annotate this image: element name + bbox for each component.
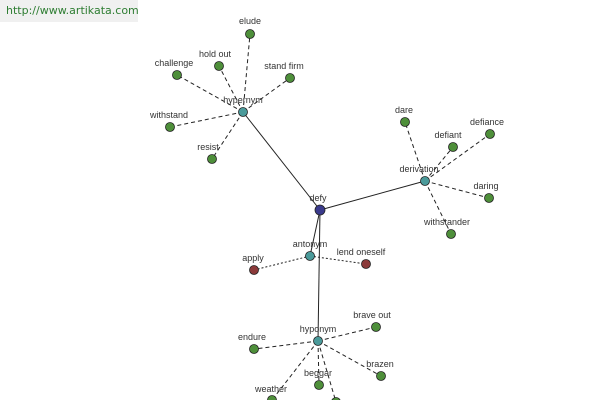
word-label-challenge: challenge (155, 58, 194, 68)
word-node-brazen[interactable] (376, 371, 386, 381)
relation-node-hypernym[interactable] (238, 107, 248, 117)
word-node-challenge[interactable] (172, 70, 182, 80)
word-label-endure: endure (238, 332, 266, 342)
center-node-defy[interactable] (314, 204, 326, 216)
word-label-brazen: brazen (366, 359, 394, 369)
edge-defy-antonym (309, 209, 321, 257)
word-label-beggar: beggar (304, 368, 332, 378)
word-label-stand-firm: stand firm (264, 61, 304, 71)
word-node-withstand[interactable] (165, 122, 175, 132)
edge-hypernym-challenge (176, 74, 244, 113)
word-label-apply: apply (242, 253, 264, 263)
word-label-dare: dare (395, 105, 413, 115)
word-label-resist: resist (197, 142, 219, 152)
edge-derivation-defiance (424, 133, 491, 182)
word-label-defiant: defiant (434, 130, 462, 140)
relation-label-hyponym: hyponym (300, 324, 337, 334)
word-label-hold-out: hold out (199, 49, 232, 59)
word-node-brave-out[interactable] (371, 322, 381, 332)
edge-defy-hypernym (242, 111, 321, 211)
word-node-hold-out[interactable] (214, 61, 224, 71)
graph-edges (169, 33, 491, 400)
relation-node-derivation[interactable] (420, 176, 430, 186)
word-node-withstander[interactable] (446, 229, 456, 239)
edge-derivation-withstander (424, 180, 452, 235)
graph-nodes (165, 29, 495, 400)
graph-labels: elude hold out challenge stand firm withstan… (149, 16, 504, 394)
word-node-defiant[interactable] (448, 142, 458, 152)
word-label-defiance: defiance (470, 117, 504, 127)
edge-antonym-apply (253, 255, 311, 271)
word-node-beggar[interactable] (314, 380, 324, 390)
word-label-withstander: withstander (423, 217, 470, 227)
word-node-resist[interactable] (207, 154, 217, 164)
word-label-lend-oneself: lend oneself (337, 247, 386, 257)
word-node-lend-oneself[interactable] (361, 259, 371, 269)
relation-node-antonym[interactable] (305, 251, 315, 261)
word-node-endure[interactable] (249, 344, 259, 354)
edge-hypernym-withstand (169, 111, 244, 128)
word-node-elude[interactable] (245, 29, 255, 39)
word-label-withstand: withstand (149, 110, 188, 120)
relation-label-derivation: derivation (399, 164, 438, 174)
edge-defy-hyponym (317, 209, 321, 342)
word-label-brave-out: brave out (353, 310, 391, 320)
relation-label-antonym: antonym (293, 239, 328, 249)
edge-hyponym-weather (271, 340, 319, 400)
relation-label-hypernym: hypernym (223, 95, 263, 105)
word-node-weather[interactable] (267, 395, 277, 400)
edge-hyponym-hyponym-extra (317, 340, 336, 400)
center-label-defy: defy (309, 193, 327, 203)
word-label-elude: elude (239, 16, 261, 26)
word-node-stand-firm[interactable] (285, 73, 295, 83)
word-node-hyponym-extra[interactable] (331, 397, 341, 400)
edge-hyponym-brazen (317, 340, 382, 377)
edge-hyponym-brave-out (317, 326, 377, 342)
edge-derivation-defiant (424, 146, 454, 182)
word-node-apply[interactable] (249, 265, 259, 275)
edge-hypernym-hold-out (218, 65, 244, 113)
edge-hypernym-stand-firm (242, 77, 291, 113)
word-label-daring: daring (473, 181, 498, 191)
relation-node-hyponym[interactable] (313, 336, 323, 346)
edge-hypernym-resist (211, 111, 244, 160)
word-label-weather: weather (254, 384, 287, 394)
word-node-defiance[interactable] (485, 129, 495, 139)
site-url-link[interactable]: http://www.artikata.com (0, 0, 139, 22)
word-node-daring[interactable] (484, 193, 494, 203)
edge-hyponym-endure (253, 340, 319, 350)
edge-hyponym-beggar (317, 340, 320, 386)
edge-defy-derivation (319, 180, 426, 211)
edge-antonym-lend-oneself (309, 255, 367, 265)
edge-hypernym-elude (242, 33, 251, 113)
edge-derivation-dare (404, 121, 426, 182)
word-node-dare[interactable] (400, 117, 410, 127)
